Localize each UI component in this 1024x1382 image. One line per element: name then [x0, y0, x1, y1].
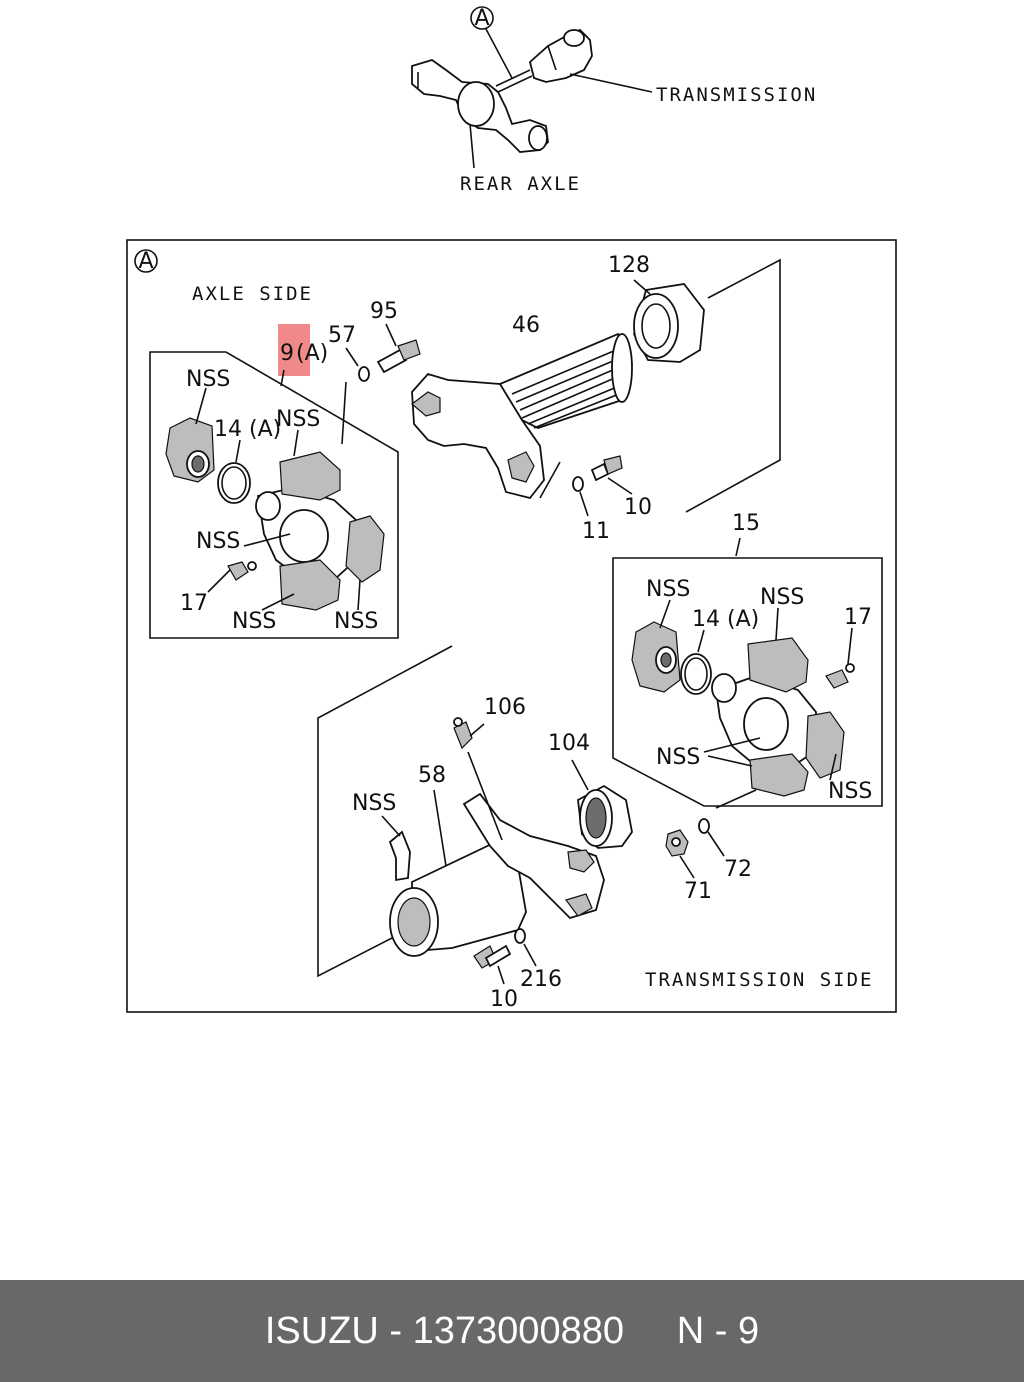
label-nss-strap: NSS	[352, 791, 396, 816]
label-nss-left-right: NSS	[334, 609, 378, 634]
label-17-left: 17	[180, 591, 208, 616]
axle-side-label: AXLE SIDE	[192, 283, 313, 305]
detail-callout-letter: A	[138, 249, 153, 274]
left-spider-cross	[255, 451, 385, 611]
washer-57	[358, 366, 370, 382]
dust-cover-128	[633, 283, 705, 363]
label-106: 106	[484, 695, 526, 720]
label-11: 11	[582, 519, 610, 544]
right-grease-fitting	[825, 663, 855, 689]
label-14a-right: 14 (A)	[692, 607, 759, 632]
label-9: 9	[280, 341, 294, 366]
label-104: 104	[548, 731, 590, 756]
bolt-95	[376, 339, 421, 374]
right-bearing-cap	[631, 621, 681, 693]
footer-part-number: 1373000880	[412, 1309, 624, 1352]
overview-callout-letter: A	[474, 6, 489, 31]
label-17-right: 17	[844, 605, 872, 630]
label-nss-right-top: NSS	[760, 585, 804, 610]
label-nss-right-mid: NSS	[656, 745, 700, 770]
label-nss-right-bottom: NSS	[828, 779, 872, 804]
label-nss-left-top: NSS	[276, 407, 320, 432]
overview-drawing: A TRANSMISSION REAR AXLE	[411, 6, 817, 195]
label-216: 216	[520, 967, 562, 992]
transmission-side-label: TRANSMISSION SIDE	[645, 969, 873, 991]
label-57: 57	[328, 323, 356, 348]
label-58: 58	[418, 763, 446, 788]
slip-yoke-46	[411, 332, 633, 500]
bolt-10-upper	[590, 455, 623, 482]
bolt-10-lower	[473, 944, 512, 969]
overview-callout-circle	[470, 6, 494, 30]
nut-71	[665, 829, 689, 857]
transmission-label: TRANSMISSION	[656, 84, 817, 106]
label-71: 71	[684, 879, 712, 904]
part-9-highlight	[278, 324, 310, 376]
label-10-upper: 10	[624, 495, 652, 520]
parts-diagram: A TRANSMISSION REAR AXLE A AXLE SIDE TRA…	[126, 6, 897, 1013]
left-bearing-cap	[165, 417, 215, 483]
transmission-side-kit-box	[612, 557, 883, 807]
washer-11	[572, 476, 584, 492]
flange-yoke-58	[389, 792, 605, 957]
right-snap-ring	[680, 653, 712, 695]
oil-seal-104	[577, 784, 633, 849]
rear-axle-label: REAR AXLE	[460, 173, 581, 195]
label-128: 128	[608, 253, 650, 278]
footer-separator: -	[378, 1309, 413, 1352]
label-46: 46	[512, 313, 540, 338]
grease-fitting-106	[453, 717, 473, 750]
left-snap-ring	[217, 462, 251, 504]
axle-side-kit-box	[149, 351, 399, 639]
label-95: 95	[370, 299, 398, 324]
right-spider-cross	[711, 637, 845, 797]
label-15: 15	[732, 511, 760, 536]
footer-bar: ISUZU - 1373000880 N - 9	[0, 1280, 1024, 1382]
footer-gap	[624, 1310, 677, 1353]
washer-72	[698, 818, 710, 834]
washer-216	[514, 928, 526, 944]
label-nss-left-cap: NSS	[186, 367, 230, 392]
label-nss-left-bottom: NSS	[232, 609, 276, 634]
label-14a-left: 14 (A)	[214, 417, 281, 442]
footer-page-ref: N - 9	[676, 1309, 760, 1352]
part-labels: 9 (A) 57 95 46 128 NSS 14 (A) NSS NSS 17…	[180, 253, 872, 1012]
label-72: 72	[724, 857, 752, 882]
label-nss-right-cap: NSS	[646, 577, 690, 602]
detail-callout-circle	[134, 249, 158, 273]
detail-frame	[126, 239, 897, 1013]
label-nss-left-mid: NSS	[196, 529, 240, 554]
nss-strap	[388, 830, 411, 882]
footer-brand: ISUZU	[264, 1309, 379, 1352]
label-10-lower: 10	[490, 987, 518, 1012]
label-9-suffix: (A)	[296, 341, 328, 366]
left-grease-fitting	[227, 561, 257, 581]
